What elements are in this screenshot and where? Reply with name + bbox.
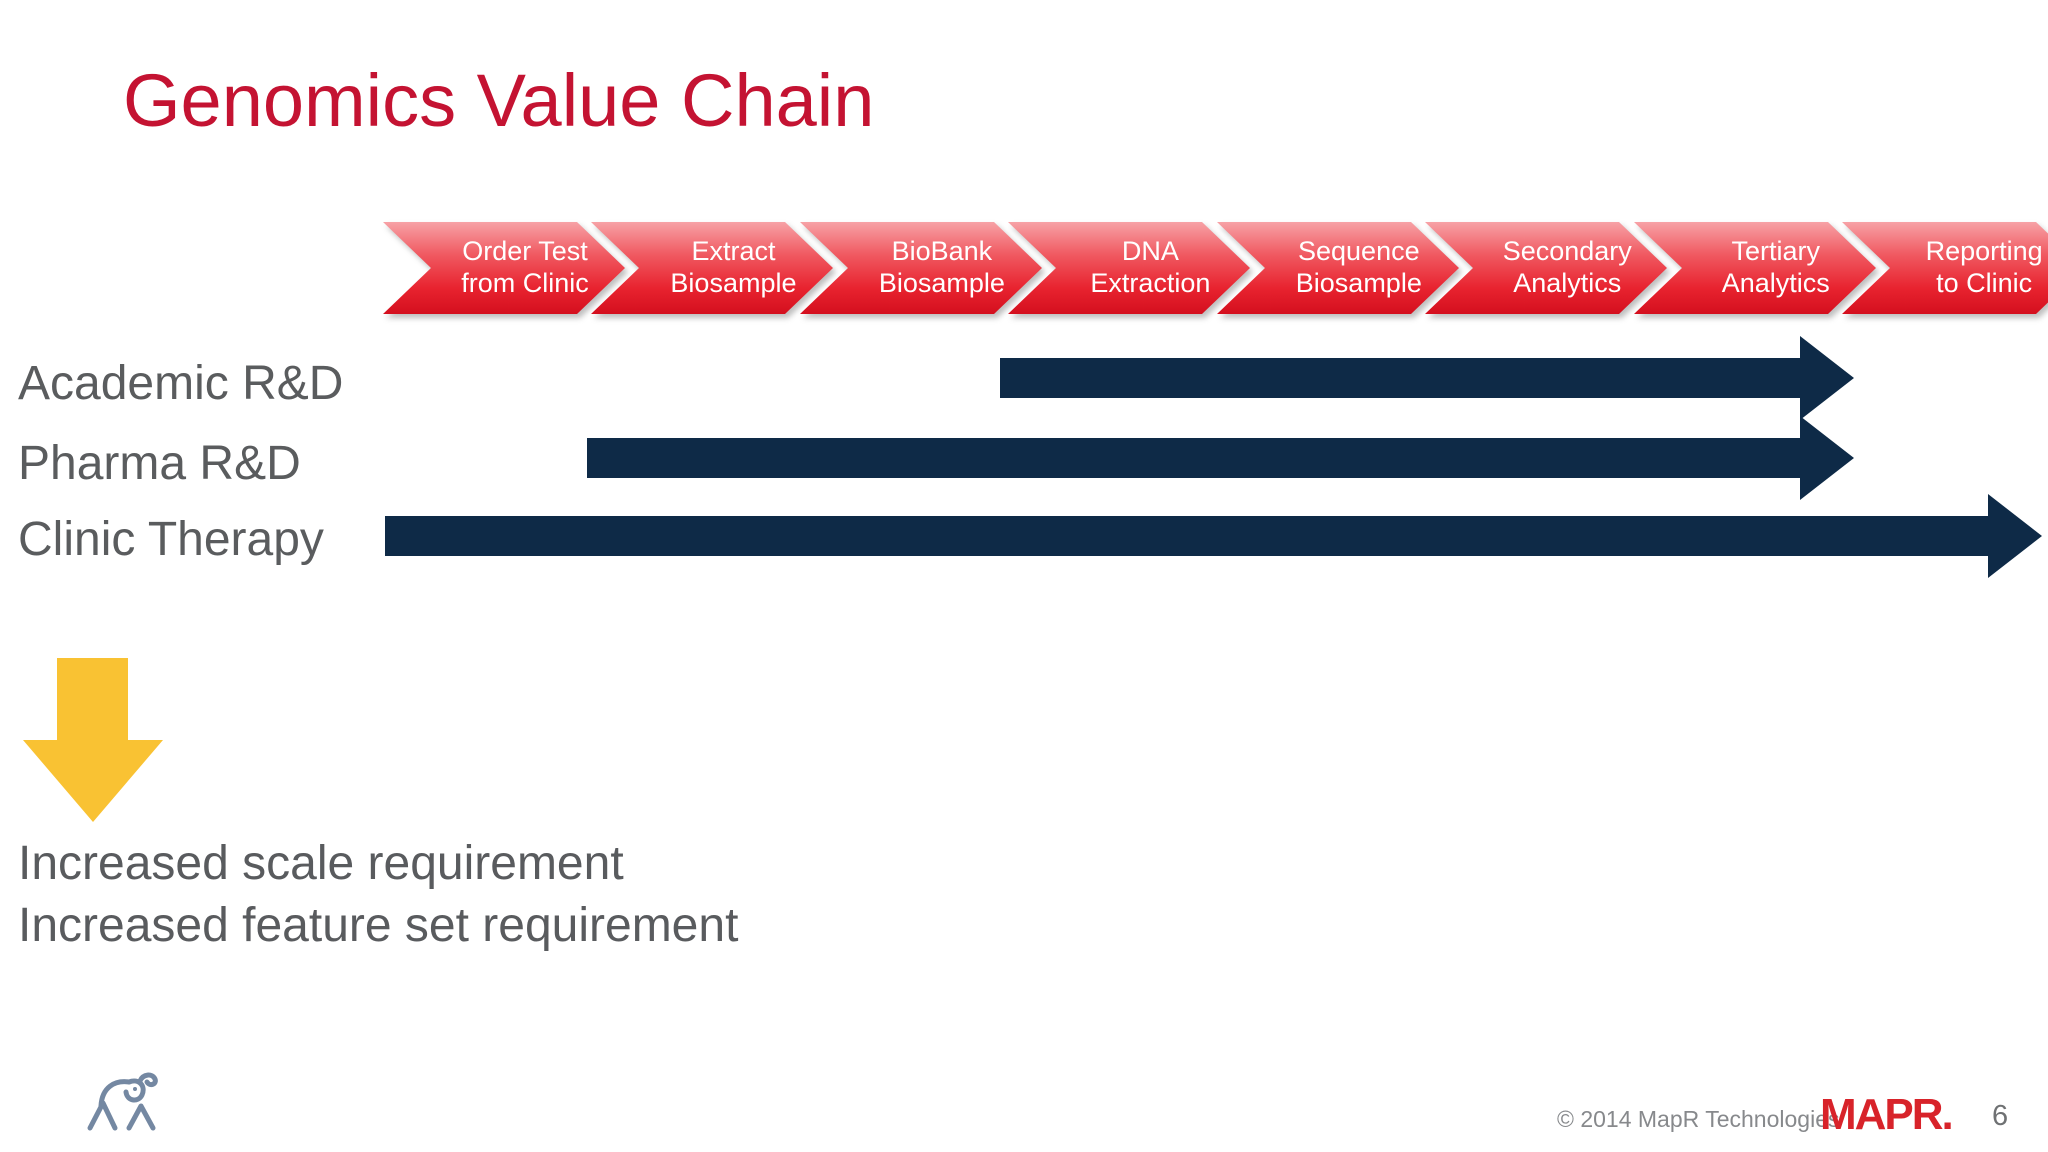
step-label-line2: Biosample — [1295, 268, 1422, 298]
process-step-extract-biosample: Extract Biosample — [591, 222, 843, 314]
chevron-shape-icon — [591, 222, 834, 314]
arrow-head-icon — [1988, 494, 2042, 578]
process-step-label: Sequence Biosample — [1267, 222, 1451, 314]
note-feature-requirement: Increased feature set requirement — [18, 899, 739, 952]
step-label-line1: Sequence — [1298, 236, 1420, 267]
process-step-label: Secondary Analytics — [1475, 222, 1659, 314]
step-label-line1: Order Test — [462, 236, 588, 267]
step-label-line2: Analytics — [1513, 268, 1622, 298]
process-step-sequence-biosample: Sequence Biosample — [1216, 222, 1469, 314]
process-step-tertiary-analytics: Tertiary Analytics — [1633, 222, 1886, 314]
step-label-line1: Extract — [691, 236, 776, 267]
chevron-shape-icon — [383, 222, 625, 314]
arrow-head-icon — [1800, 336, 1854, 420]
arrow-body — [1000, 358, 1800, 398]
process-step-label: Tertiary Analytics — [1684, 222, 1868, 314]
down-arrow-icon — [23, 658, 163, 822]
arrow-body — [385, 516, 1988, 556]
step-label-line2: from Clinic — [461, 268, 589, 298]
chevron-shape-icon — [1216, 222, 1459, 314]
chevron-shape-icon — [1008, 222, 1251, 314]
note-scale-requirement: Increased scale requirement — [18, 837, 624, 890]
row-label-pharma-rd: Pharma R&D — [18, 437, 301, 490]
process-step-secondary-analytics: Secondary Analytics — [1425, 222, 1677, 314]
step-label-line2: Biosample — [670, 268, 797, 298]
step-label-line1: Tertiary — [1731, 236, 1820, 267]
arrow-body — [587, 438, 1800, 478]
copyright-text: © 2014 MapR Technologies — [1557, 1106, 1840, 1132]
step-label-line2: to Clinic — [1936, 268, 2033, 298]
process-step-label: Extract Biosample — [641, 222, 825, 314]
step-label-line1: DNA — [1121, 236, 1179, 267]
chevron-shape-icon — [1842, 222, 2048, 314]
chevron-shape-icon — [1633, 222, 1876, 314]
chevron-shape-icon — [799, 222, 1042, 314]
process-chevron-band: Order Test from Clinic Extract Biosample… — [383, 222, 2048, 314]
process-step-dna-extraction: DNA Extraction — [1008, 222, 1260, 314]
process-step-label: BioBank Biosample — [850, 222, 1034, 314]
step-label-line1: Secondary — [1502, 236, 1632, 267]
process-step-label: Order Test from Clinic — [433, 222, 617, 314]
row-label-clinic-therapy: Clinic Therapy — [18, 513, 324, 566]
process-step-order-test: Order Test from Clinic — [383, 222, 635, 314]
step-label-line2: Extraction — [1090, 268, 1211, 298]
step-label-line1: Reporting — [1925, 236, 2043, 267]
process-step-biobank-biosample: BioBank Biosample — [799, 222, 1052, 314]
step-label-line2: Biosample — [878, 268, 1005, 298]
chevron-shape-icon — [1425, 222, 1668, 314]
page-number: 6 — [1992, 1100, 2009, 1132]
step-label-line1: BioBank — [891, 236, 993, 267]
process-step-label: DNA Extraction — [1058, 222, 1242, 314]
process-step-label: Reporting to Clinic — [1892, 222, 2048, 314]
step-label-line2: Analytics — [1721, 268, 1830, 298]
row-label-academic-rd: Academic R&D — [18, 357, 344, 410]
notes-block: Increased scale requirement Increased fe… — [18, 833, 738, 957]
page-title: Genomics Value Chain — [123, 59, 875, 142]
mapr-logo: MAPR. — [1820, 1090, 1954, 1139]
process-step-reporting-to-clinic: Reporting to Clinic — [1842, 222, 2048, 314]
arrow-head-icon — [1800, 416, 1854, 500]
elephant-logo-icon — [87, 1072, 158, 1131]
